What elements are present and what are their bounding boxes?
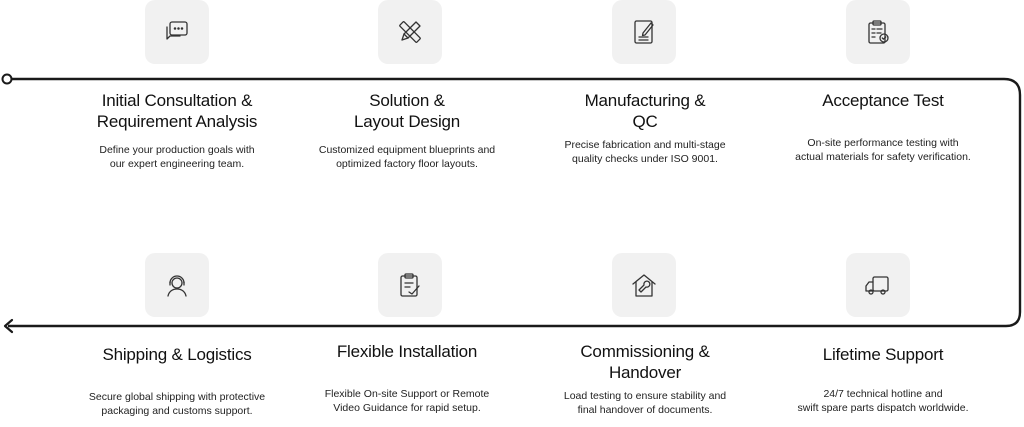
document-pen-icon xyxy=(612,0,676,64)
step-title: Solution & Layout Design xyxy=(353,91,461,131)
step-commissioning-handover: Commissioning & Handover Load testing to… xyxy=(530,341,760,417)
clipboard-check-icon xyxy=(846,0,910,64)
step-description: Load testing to ensure stability and fin… xyxy=(563,390,727,416)
flow-path xyxy=(8,77,1022,328)
step-title: Shipping & Logistics xyxy=(102,345,252,364)
step-title: Lifetime Support xyxy=(822,345,944,364)
step-title: Manufacturing & QC xyxy=(584,91,706,131)
step-description: Customized equipment blueprints and opti… xyxy=(318,144,496,170)
ruler-pencil-icon xyxy=(378,0,442,64)
step-description: Flexible On-site Support or Remote Video… xyxy=(324,388,490,414)
step-lifetime-support: Lifetime Support 24/7 technical hotline … xyxy=(768,344,998,415)
step-description: Define your production goals with our ex… xyxy=(99,144,255,170)
house-wrench-icon xyxy=(612,253,676,317)
step-title: Flexible Installation xyxy=(336,342,478,361)
step-description: 24/7 technical hotline and swift spare p… xyxy=(797,388,969,414)
step-manufacturing-qc: Manufacturing & QC Precise fabrication a… xyxy=(530,90,760,166)
step-acceptance-test: Acceptance Test On-site performance test… xyxy=(768,90,998,164)
step-initial-consultation: Initial Consultation & Requirement Analy… xyxy=(62,90,292,171)
step-title: Commissioning & Handover xyxy=(580,342,710,382)
step-title: Initial Consultation & Requirement Analy… xyxy=(96,91,258,131)
step-description: Precise fabrication and multi-stage qual… xyxy=(564,139,726,165)
step-description: Secure global shipping with protective p… xyxy=(88,391,266,417)
flow-start-circle xyxy=(1,73,13,85)
step-shipping-logistics: Shipping & Logistics Secure global shipp… xyxy=(62,344,292,418)
checklist-icon xyxy=(378,253,442,317)
headset-agent-icon xyxy=(145,253,209,317)
step-solution-layout-design: Solution & Layout Design Customized equi… xyxy=(292,90,522,171)
chat-bubble-icon xyxy=(145,0,209,64)
delivery-truck-icon xyxy=(846,253,910,317)
step-flexible-installation: Flexible Installation Flexible On-site S… xyxy=(292,341,522,415)
step-description: On-site performance testing with actual … xyxy=(795,137,971,163)
step-title: Acceptance Test xyxy=(822,91,944,110)
flow-end-arrow xyxy=(3,318,14,334)
